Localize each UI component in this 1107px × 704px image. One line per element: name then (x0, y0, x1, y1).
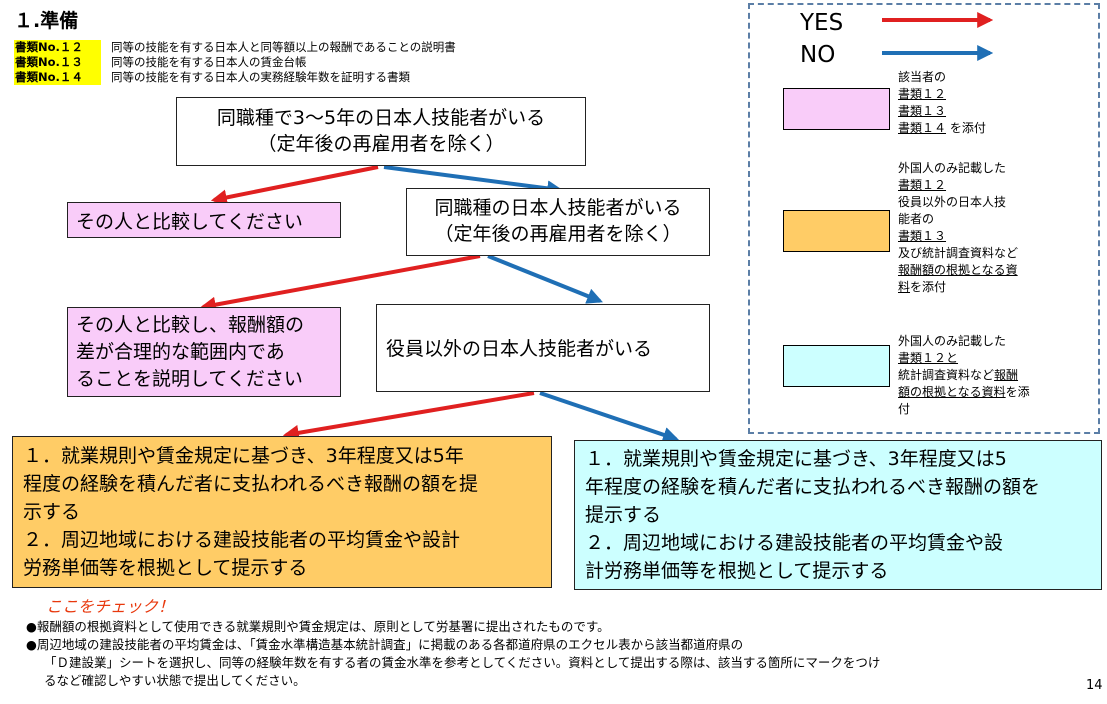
result-box-yes: １．就業規則や賃金規定に基づき、3年程度又は5年 程度の経験を積んだ者に支払われ… (12, 436, 552, 588)
legend-line: 統計調査資料など (898, 368, 995, 382)
result-text: １．就業規則や賃金規定に基づき、3年程度又は5 (585, 448, 1007, 470)
legend-line: 額の根拠となる資料 (898, 385, 1006, 399)
result-text: 年程度の経験を積んだ者に支払われるべき報酬の額を (585, 476, 1041, 498)
question-box-1: 同職種で3～5年の日本人技能者がいる （定年後の再雇用者を除く） (176, 97, 586, 166)
answer-text: その人と比較してください (76, 211, 303, 233)
result-text: 程度の経験を積んだ者に支払われるべき報酬の額を提 (23, 473, 479, 495)
legend-no-label: NO (800, 42, 836, 68)
document-label: 書類No.１２ (14, 40, 101, 55)
yes-arrow-q2 (199, 254, 481, 313)
answer-text: ることを説明してください (76, 368, 303, 390)
legend-line: 書類１４ (898, 121, 947, 135)
question-box-3: 役員以外の日本人技能者がいる (376, 304, 710, 392)
legend-line: 報酬 (994, 368, 1019, 382)
legend-line: 及び統計調査資料など (898, 246, 1019, 260)
notes-list: ●報酬額の根拠資料として使用できる就業規則や賃金規定は、原則として労基署に提出さ… (26, 618, 880, 690)
legend-line: 料 (898, 280, 911, 294)
document-description: 同等の技能を有する日本人の実務経験年数を証明する書類 (111, 70, 410, 84)
result-text: 提示する (585, 504, 662, 526)
answer-text: 差が合理的な範囲内であ (76, 341, 285, 363)
document-row: 書類No.１２ 同等の技能を有する日本人と同等額以上の報酬であることの説明書 (14, 40, 456, 55)
legend-line: 書類１２ (898, 87, 947, 101)
answer-text: その人と比較し、報酬額の (76, 314, 305, 336)
legend-yes-label: YES (800, 10, 844, 36)
legend-line: 書類１２と (898, 351, 959, 365)
document-description: 同等の技能を有する日本人と同等額以上の報酬であることの説明書 (111, 40, 456, 54)
legend-line: 書類１２ (898, 178, 947, 192)
yes-arrow-q1 (210, 165, 379, 206)
result-text: 示する (23, 501, 81, 523)
yes-arrow-q3 (282, 391, 535, 441)
legend-line: 能者の (898, 212, 935, 226)
question-text: 役員以外の日本人技能者がいる (386, 338, 653, 360)
note-line: 「Ｄ建設業」シートを選択し、同等の経験年数を有する者の賃金水準を参考としてくださ… (44, 655, 881, 670)
legend-line: 役員以外の日本人技 (898, 195, 1007, 209)
result-text: １．就業規則や賃金規定に基づき、3年程度又は5年 (23, 445, 464, 467)
question-text: 同職種の日本人技能者がいる (434, 197, 682, 219)
legend-orange-swatch (783, 210, 890, 252)
question-text: （定年後の再雇用者を除く） (257, 133, 505, 155)
legend-line: を添 (1005, 385, 1030, 399)
answer-box-2: その人と比較し、報酬額の 差が合理的な範囲内であ ることを説明してください (67, 307, 341, 397)
no-arrow-q1 (383, 165, 564, 197)
note-line: ●報酬額の根拠資料として使用できる就業規則や賃金規定は、原則として労基署に提出さ… (26, 619, 610, 634)
note-line: るなど確認しやすい状態で提出してください。 (44, 673, 306, 688)
result-box-no: １．就業規則や賃金規定に基づき、3年程度又は5 年程度の経験を積んだ者に支払われ… (574, 440, 1102, 590)
answer-box-1: その人と比較してください (67, 202, 341, 238)
legend-line: 報酬額の根拠となる資 (898, 263, 1018, 277)
document-list: 書類No.１２ 同等の技能を有する日本人と同等額以上の報酬であることの説明書 書類… (14, 40, 456, 85)
document-label: 書類No.１３ (14, 55, 101, 70)
legend-cyan-swatch (783, 345, 890, 387)
document-description: 同等の技能を有する日本人の賃金台帳 (111, 55, 307, 69)
question-box-2: 同職種の日本人技能者がいる （定年後の再雇用者を除く） (406, 188, 710, 256)
document-row: 書類No.１３ 同等の技能を有する日本人の賃金台帳 (14, 55, 456, 70)
result-text: ２．周辺地域における建設技能者の平均賃金や設 (585, 532, 1004, 554)
legend-line: を添付 (910, 280, 947, 294)
check-heading: ここをチェック！ (46, 597, 175, 616)
legend-line: 該当者の (898, 70, 947, 84)
legend-line: 外国人のみ記載した (898, 334, 1007, 348)
no-arrow-q2 (487, 254, 603, 304)
question-text: （定年後の再雇用者を除く） (434, 223, 682, 245)
legend-pink-swatch (783, 88, 890, 130)
note-line: ●周辺地域の建設技能者の平均賃金は、「賃金水準構造基本統計調査」に掲載のある各都… (26, 637, 744, 652)
legend-line: を添付 (949, 121, 986, 135)
legend-line: 付 (898, 402, 911, 416)
page-title: １.準備 (14, 10, 79, 32)
question-text: 同職種で3～5年の日本人技能者がいる (216, 107, 546, 129)
document-row: 書類No.１４ 同等の技能を有する日本人の実務経験年数を証明する書類 (14, 70, 456, 85)
no-arrow-q3 (539, 391, 680, 443)
legend-orange-text: 外国人のみ記載した 書類１２ 役員以外の日本人技 能者の 書類１３ 及び統計調査… (898, 160, 1018, 296)
document-label: 書類No.１４ (14, 70, 101, 85)
result-text: 労務単価等を根拠として提示する (23, 557, 308, 579)
legend-panel (748, 3, 1100, 434)
page-number: 14 (1086, 678, 1103, 693)
result-text: ２．周辺地域における建設技能者の平均賃金や設計 (23, 529, 461, 551)
legend-line: 書類１３ (898, 104, 947, 118)
result-text: 計労務単価等を根拠として提示する (585, 560, 889, 582)
legend-line: 外国人のみ記載した (898, 161, 1007, 175)
legend-pink-text: 該当者の 書類１２ 書類１３ 書類１４ を添付 (898, 69, 986, 137)
legend-cyan-text: 外国人のみ記載した 書類１２と 統計調査資料など報酬 額の根拠となる資料を添 付 (898, 333, 1030, 418)
legend-line: 書類１３ (898, 229, 947, 243)
